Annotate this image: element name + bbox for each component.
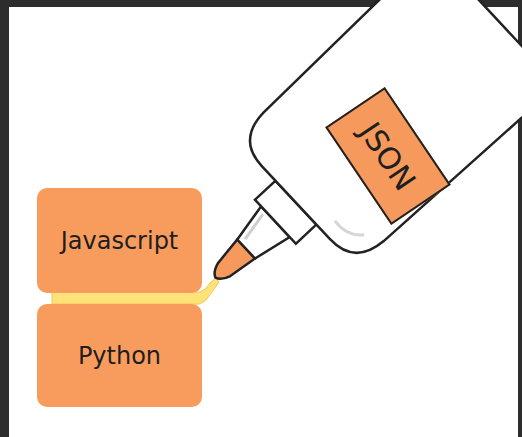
node-label: JSON	[353, 116, 423, 197]
bottle-body	[233, 0, 522, 270]
node-label: Javascript	[61, 227, 179, 255]
node-label: Python	[78, 342, 161, 370]
frame-edge	[0, 0, 9, 437]
language-box: Javascript	[37, 188, 202, 293]
body-shine	[335, 213, 364, 243]
glue-bottle	[153, 0, 522, 345]
language-box: Python	[37, 304, 202, 407]
nozzle-shine	[241, 214, 267, 239]
